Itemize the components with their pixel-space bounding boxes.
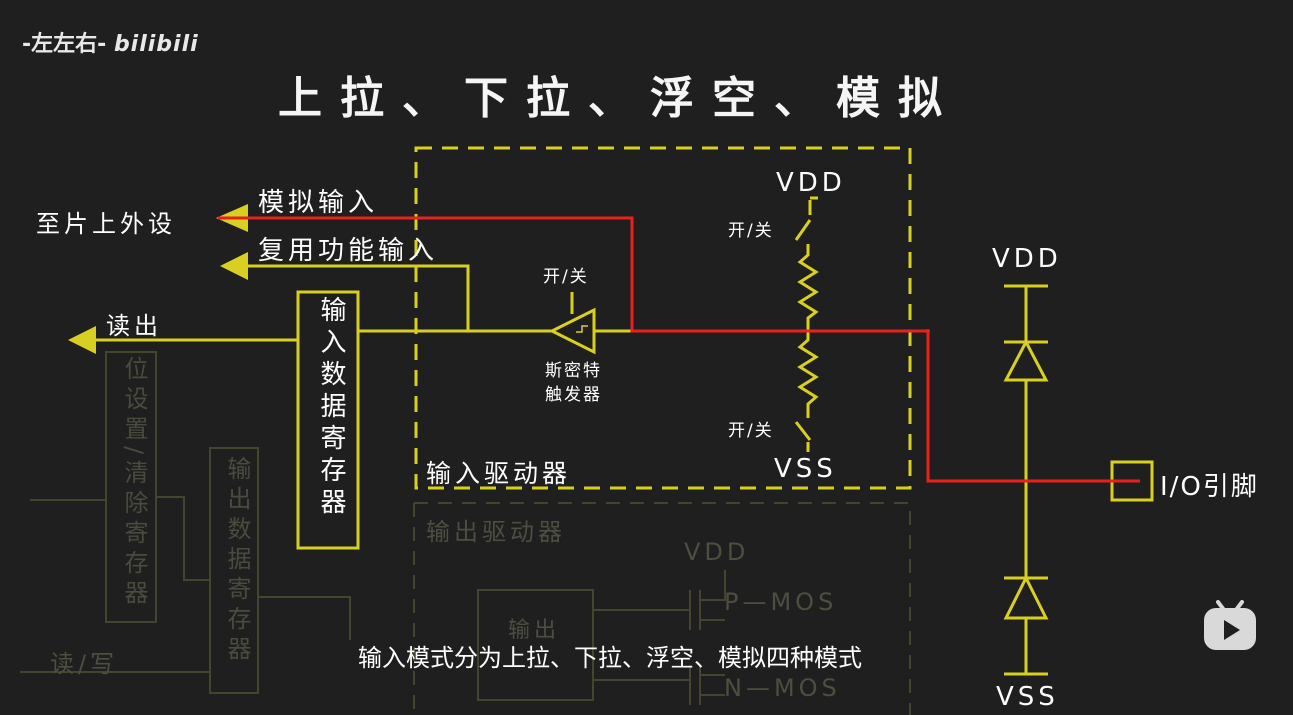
input-driver-label: 输入驱动器 — [426, 459, 572, 488]
alt-input-arrow — [220, 252, 248, 280]
schmitt-trigger-triangle — [548, 307, 596, 355]
bilibili-logo: bilibili — [113, 32, 199, 57]
bit-set-reset-reg-label: 位设置/清除寄存器 — [120, 356, 148, 611]
vdd-inner-label: VDD — [776, 168, 846, 198]
nmos-label: N—MOS — [724, 674, 841, 702]
output-driver-dashed-box — [413, 502, 911, 715]
slide-title: 上拉、下拉、浮空、模拟 — [278, 73, 960, 124]
output-vdd-label: VDD — [684, 538, 750, 566]
read-out-label: 读出 — [106, 312, 162, 340]
vss-inner-label: VSS — [774, 454, 837, 484]
lower-diode — [1003, 574, 1049, 620]
schmitt-label-line2: 触发器 — [545, 385, 602, 405]
switch-bottom-label: 开/关 — [728, 421, 774, 441]
output-control-label: 输出 — [508, 618, 561, 643]
to-peripheral-label: 至片上外设 — [36, 210, 176, 238]
output-data-reg-box — [209, 447, 259, 694]
schmitt-switch-label: 开/关 — [543, 267, 589, 287]
input-driver-dashed-box — [414, 146, 912, 490]
pmos-label: P—MOS — [724, 588, 838, 616]
read-write-label: 读/写 — [50, 650, 119, 678]
schmitt-label-line1: 斯密特 — [545, 361, 602, 381]
output-driver-label: 输出驱动器 — [426, 518, 566, 546]
vdd-outer-label: VDD — [992, 244, 1062, 274]
output-control-box — [477, 589, 594, 701]
switch-top-label: 开/关 — [728, 221, 774, 241]
channel-watermark: -左左右- bilibili — [22, 26, 199, 58]
channel-name: -左左右- — [22, 32, 107, 57]
io-pin-label: I/O引脚 — [1160, 472, 1259, 502]
upper-diode — [1003, 338, 1049, 382]
input-data-register-label: 输入数据寄存器 — [316, 296, 346, 520]
vss-outer-label: VSS — [996, 682, 1059, 712]
video-subtitle: 输入模式分为上拉、下拉、浮空、模拟四种模式 — [358, 644, 862, 672]
input-data-register-box — [296, 290, 360, 550]
analog-input-label: 模拟输入 — [258, 188, 379, 218]
bilibili-tv-icon[interactable] — [1202, 598, 1258, 652]
alt-input-label: 复用功能输入 — [258, 236, 439, 266]
analog-signal-path — [218, 216, 1140, 483]
output-data-reg-label: 输出数据寄存器 — [223, 456, 251, 666]
read-out-arrow — [68, 326, 96, 354]
bit-set-reset-reg-box — [105, 351, 157, 623]
